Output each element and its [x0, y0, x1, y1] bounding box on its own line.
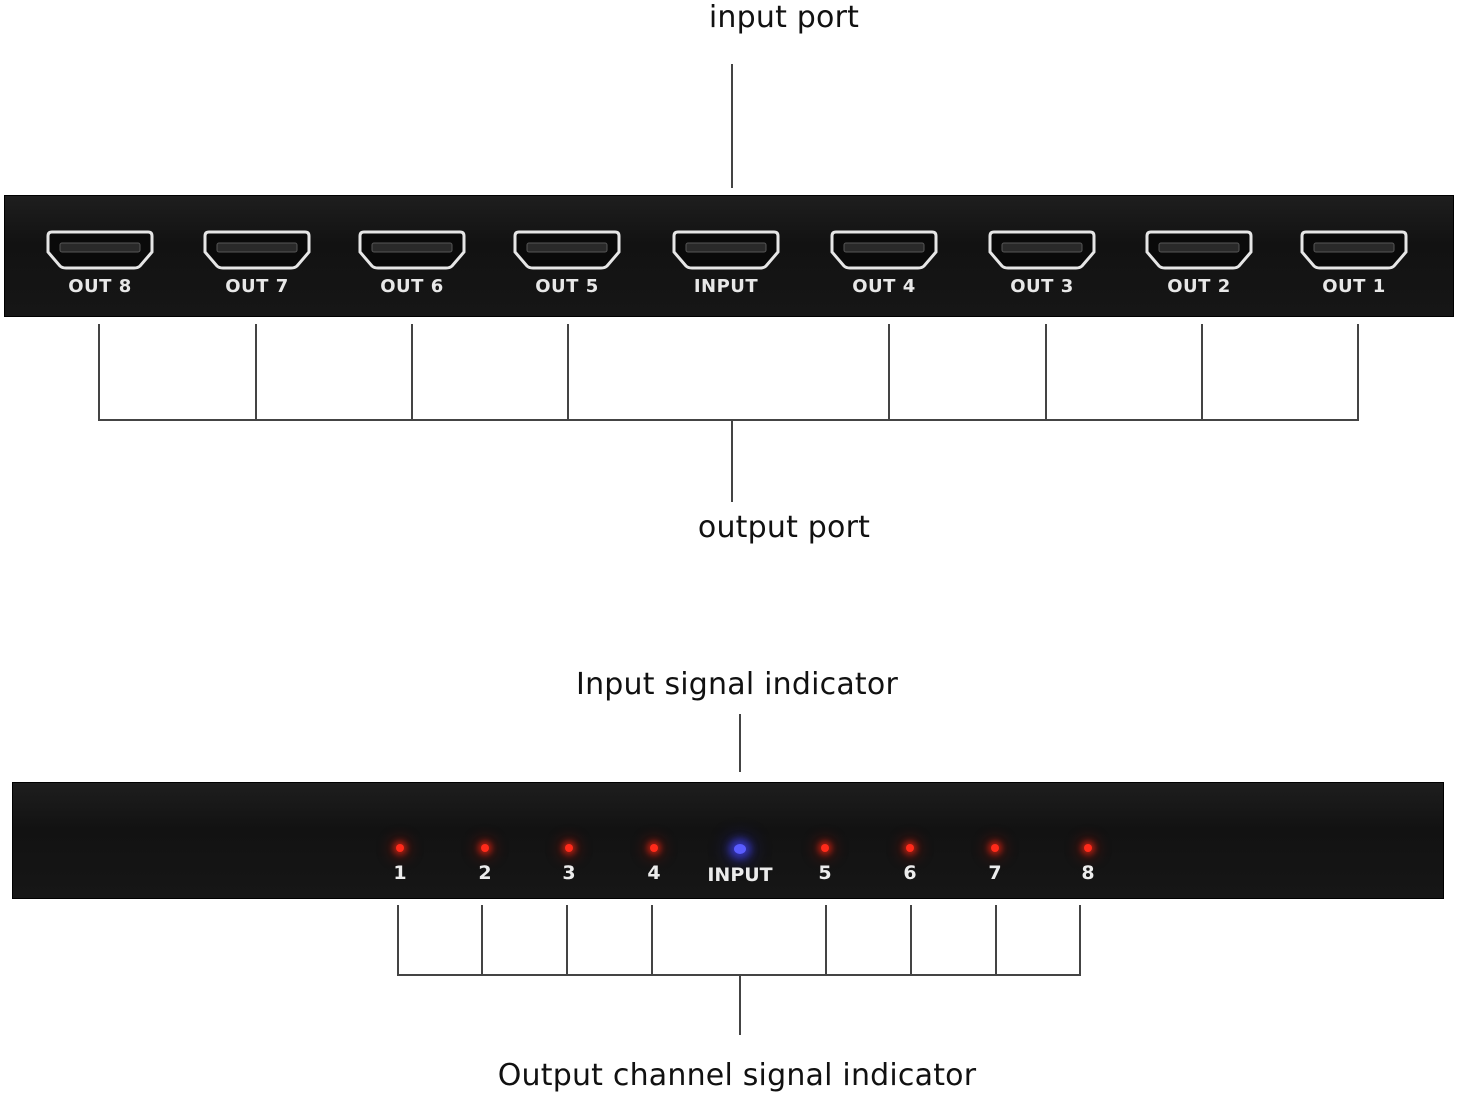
hdmi-output-port: OUT 3 [967, 230, 1117, 297]
led-label: 7 [988, 862, 1002, 884]
led-light-icon [565, 844, 573, 852]
led-label: 8 [1081, 862, 1095, 884]
led-light-icon [821, 844, 829, 852]
bracket-tick [995, 905, 997, 975]
hdmi-output-port: OUT 6 [337, 230, 487, 297]
hdmi-connector-icon [513, 230, 621, 270]
port-label: OUT 3 [1010, 276, 1074, 297]
hdmi-output-port: OUT 4 [809, 230, 959, 297]
input-signal-led: INPUT [695, 844, 785, 886]
output-channel-led: 8 [1043, 844, 1133, 884]
input-signal-leader-line [739, 714, 741, 772]
bracket-tick [910, 905, 912, 975]
port-label: OUT 6 [380, 276, 444, 297]
bracket-tick [397, 905, 399, 975]
hdmi-connector-icon [358, 230, 466, 270]
bracket-tick [98, 324, 100, 420]
output-port-leader-line [731, 420, 733, 502]
hdmi-connector-icon [672, 230, 780, 270]
output-channel-leader-line [739, 975, 741, 1035]
bracket-tick [567, 324, 569, 420]
output-channel-signal-indicator-caption: Output channel signal indicator [497, 1058, 977, 1093]
output-channel-led: 5 [780, 844, 870, 884]
led-light-icon [734, 844, 746, 854]
led-label: 4 [647, 862, 661, 884]
bracket-bar [98, 419, 1359, 421]
bracket-tick [1079, 905, 1081, 975]
bracket-tick [255, 324, 257, 420]
hdmi-output-port: OUT 2 [1124, 230, 1274, 297]
output-channel-led: 1 [355, 844, 445, 884]
port-label: OUT 5 [535, 276, 599, 297]
led-label: 3 [562, 862, 576, 884]
port-label: INPUT [693, 276, 759, 297]
front-panel: 1 2 3 4 INPUT 5 6 7 8 [13, 783, 1443, 898]
port-label: OUT 1 [1322, 276, 1386, 297]
bracket-tick [1201, 324, 1203, 420]
hdmi-connector-icon [203, 230, 311, 270]
led-label: INPUT [707, 864, 773, 886]
bracket-tick [888, 324, 890, 420]
output-channel-led: 6 [865, 844, 955, 884]
input-signal-indicator-caption: Input signal indicator [576, 667, 898, 702]
input-port-leader-line [731, 64, 733, 188]
port-label: OUT 8 [68, 276, 132, 297]
output-channel-led: 4 [609, 844, 699, 884]
led-light-icon [906, 844, 914, 852]
hdmi-output-port: OUT 7 [182, 230, 332, 297]
led-label: 6 [903, 862, 917, 884]
output-channel-led: 3 [524, 844, 614, 884]
led-label: 2 [478, 862, 492, 884]
output-port-caption: output port [697, 510, 871, 545]
bracket-tick [411, 324, 413, 420]
hdmi-connector-icon [1300, 230, 1408, 270]
led-label: 1 [393, 862, 407, 884]
port-label: OUT 4 [852, 276, 916, 297]
bracket-tick [481, 905, 483, 975]
hdmi-output-port: OUT 1 [1279, 230, 1429, 297]
hdmi-connector-icon [1145, 230, 1253, 270]
hdmi-connector-icon [830, 230, 938, 270]
hdmi-output-port: OUT 5 [492, 230, 642, 297]
bracket-tick [825, 905, 827, 975]
bracket-tick [1045, 324, 1047, 420]
hdmi-output-port: OUT 8 [25, 230, 175, 297]
port-label: OUT 7 [225, 276, 289, 297]
output-channel-led: 2 [440, 844, 530, 884]
led-light-icon [481, 844, 489, 852]
hdmi-connector-icon [46, 230, 154, 270]
led-light-icon [650, 844, 658, 852]
hdmi-connector-icon [988, 230, 1096, 270]
led-light-icon [1084, 844, 1092, 852]
hdmi-input-port: INPUT [651, 230, 801, 297]
port-label: OUT 2 [1167, 276, 1231, 297]
rear-panel: OUT 8 OUT 7 OUT 6 OUT 5 INPUT OUT 4 OUT 3 OUT 2… [5, 196, 1453, 316]
output-channel-led: 7 [950, 844, 1040, 884]
led-light-icon [991, 844, 999, 852]
led-label: 5 [818, 862, 832, 884]
bracket-tick [1357, 324, 1359, 420]
input-port-caption: input port [708, 0, 860, 35]
bracket-tick [651, 905, 653, 975]
led-light-icon [396, 844, 404, 852]
bracket-tick [566, 905, 568, 975]
